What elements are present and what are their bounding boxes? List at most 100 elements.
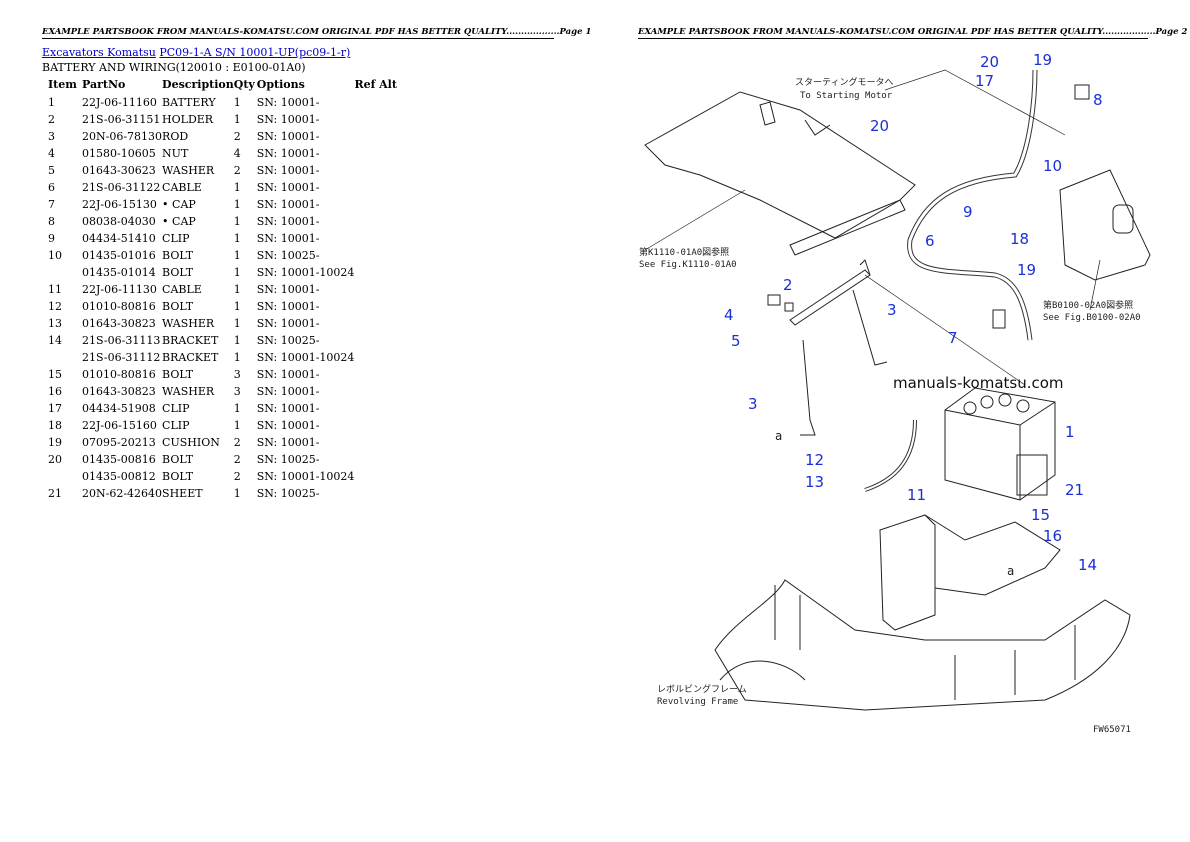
cell-item — [44, 349, 82, 366]
cell-qty: 1 — [233, 351, 241, 364]
cell-refalt — [354, 400, 404, 417]
callout-19: 19 — [1033, 51, 1052, 69]
callout-19: 19 — [1017, 261, 1036, 279]
callout-9: 9 — [963, 203, 973, 221]
cell-partno: 01643-30823 — [82, 317, 156, 330]
cell-refalt — [354, 196, 404, 213]
cell-options: SN: 10001- — [256, 232, 320, 245]
cell-qty: 3 — [233, 368, 241, 381]
cell-description: SHEET — [162, 487, 203, 500]
cell-options: SN: 10001- — [256, 419, 320, 432]
cell-item: 11 — [48, 283, 62, 296]
cell-item: 9 — [48, 232, 55, 245]
cell-description: CABLE — [162, 283, 202, 296]
cell-qty: 4 — [233, 147, 241, 160]
callout-8: 8 — [1093, 91, 1103, 109]
cell-options: SN: 10001- — [256, 368, 320, 381]
cell-refalt — [354, 213, 404, 230]
note-frame-en: Revolving Frame — [657, 697, 738, 707]
cell-qty: 2 — [233, 453, 241, 466]
note-fig1-jp: 第K1110-01A0図参照 — [639, 246, 729, 258]
cell-refalt — [354, 264, 404, 281]
cell-options: SN: 10025- — [256, 453, 320, 466]
breadcrumb-link-model[interactable]: PC09-1-A S/N 10001-UP(pc09-1-r) — [159, 46, 351, 59]
cell-item: 13 — [48, 317, 62, 330]
cell-description: CABLE — [162, 181, 202, 194]
cell-options: SN: 10001- — [256, 215, 320, 228]
cell-description: CUSHION — [162, 436, 220, 449]
callout-14: 14 — [1078, 556, 1097, 574]
callout-4: 4 — [724, 306, 734, 324]
cell-item: 18 — [48, 419, 62, 432]
cell-description: HOLDER — [162, 113, 214, 126]
cell-description: NUT — [162, 147, 189, 160]
cell-refalt — [354, 417, 404, 434]
col-header-description: Description — [162, 78, 234, 91]
cell-item: 21 — [48, 487, 62, 500]
cell-partno: 01435-00816 — [82, 453, 156, 466]
col-header-qty: Qty — [233, 78, 255, 91]
note-fig2-jp: 第B0100-02A0図参照 — [1043, 299, 1133, 311]
cell-qty: 1 — [233, 283, 241, 296]
cell-description: CLIP — [162, 419, 190, 432]
col-header-partno: PartNo — [82, 78, 126, 91]
cell-partno: 21S-06-31112 — [82, 351, 161, 364]
callout-3: 3 — [748, 395, 758, 413]
cell-partno: 01435-01014 — [82, 266, 156, 279]
cell-qty: 1 — [233, 300, 241, 313]
cell-description: CLIP — [162, 232, 190, 245]
callout-18: 18 — [1010, 230, 1029, 248]
cell-refalt — [354, 94, 404, 111]
cell-item: 14 — [48, 334, 62, 347]
cell-description: BOLT — [162, 368, 194, 381]
cell-qty: 1 — [233, 419, 241, 432]
parts-table: Item PartNo Description Qty Options Ref … — [44, 77, 404, 502]
cell-options: SN: 10025- — [256, 487, 320, 500]
cell-partno: 01580-10605 — [82, 147, 156, 160]
cell-refalt — [354, 179, 404, 196]
cell-qty: 1 — [233, 232, 241, 245]
cell-qty: 3 — [233, 385, 241, 398]
note-letter-a2: a — [1007, 564, 1014, 578]
cell-item: 19 — [48, 436, 62, 449]
cell-item — [44, 264, 82, 281]
cell-partno: 01010-80816 — [82, 300, 156, 313]
revolving-frame — [714, 579, 1131, 711]
cell-partno: 22J-06-15160 — [82, 419, 157, 432]
callout-21: 21 — [1065, 481, 1084, 499]
cell-options: SN: 10001- — [256, 385, 320, 398]
table-row: 18 22J-06-15160 CLIP 1 SN: 10001- — [44, 417, 404, 434]
breadcrumb-link-excavators[interactable]: Excavators Komatsu — [42, 46, 156, 59]
page-header-left: EXAMPLE PARTSBOOK FROM MANUALS-KOMATSU.C… — [42, 27, 592, 39]
cell-options: SN: 10001- — [256, 147, 320, 160]
callout-12: 12 — [805, 451, 824, 469]
note-starter-jp: スターティングモータへ — [795, 76, 893, 88]
watermark-text: manuals-komatsu.com — [893, 374, 1064, 392]
cell-refalt — [354, 247, 404, 264]
cell-qty: 1 — [233, 181, 241, 194]
callout-7: 7 — [948, 329, 958, 347]
note-letter-a1: a — [775, 429, 782, 443]
cell-options: SN: 10025- — [256, 334, 320, 347]
cell-description: WASHER — [162, 317, 215, 330]
cell-partno: 20N-06-78130 — [82, 130, 163, 143]
section-title: BATTERY AND WIRING(120010 : E0100-01A0) — [42, 61, 306, 74]
cell-item: 8 — [48, 215, 55, 228]
cell-qty: 1 — [233, 487, 241, 500]
cell-qty: 1 — [233, 96, 241, 109]
cell-partno: 22J-06-11130 — [82, 283, 157, 296]
col-header-item: Item — [48, 78, 77, 91]
cell-options: SN: 10001- — [256, 300, 320, 313]
cell-description: ROD — [162, 130, 189, 143]
col-header-options: Options — [256, 78, 305, 91]
cell-item: 3 — [48, 130, 55, 143]
cell-refalt — [354, 162, 404, 179]
cell-options: SN: 10025- — [256, 249, 320, 262]
